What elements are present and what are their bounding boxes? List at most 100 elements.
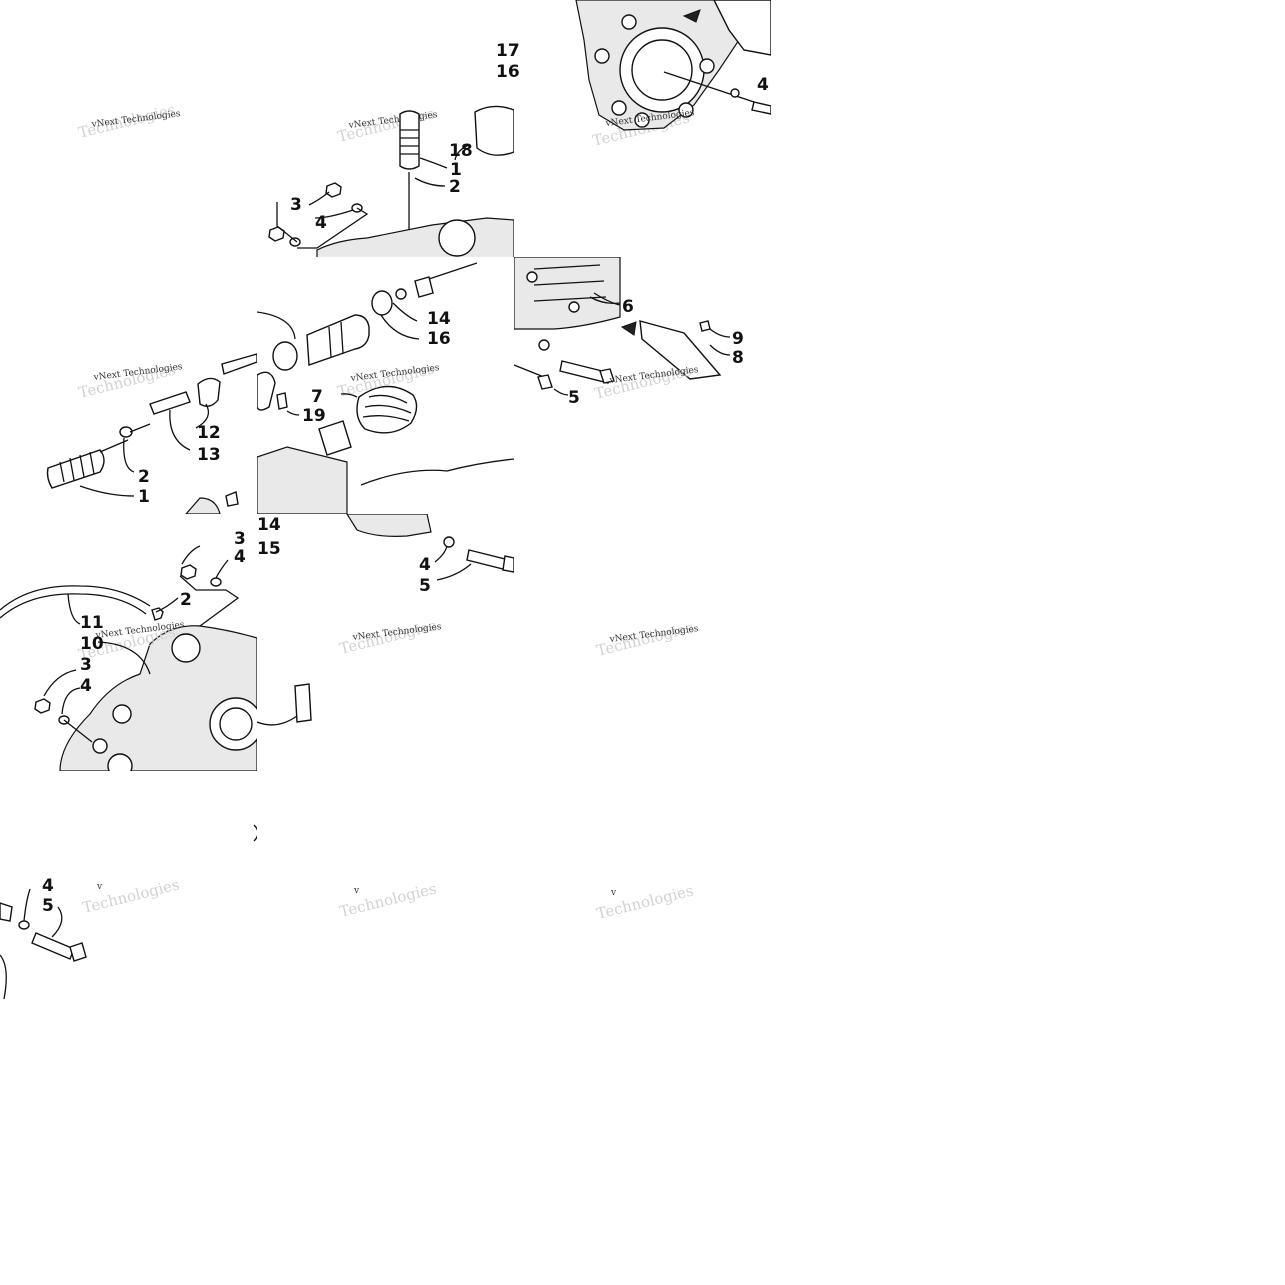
callout: 2 xyxy=(449,177,461,197)
callout: 5 xyxy=(419,576,431,596)
bracket xyxy=(639,320,722,380)
gearcase-cap xyxy=(171,633,201,663)
gearcase-bolt xyxy=(112,704,132,724)
bolt-head xyxy=(502,555,514,573)
watermark-ghost: Technologies xyxy=(338,879,439,920)
callout: 6 xyxy=(622,297,634,317)
bolt-head xyxy=(0,902,13,922)
tile-1: Technologies vNext Technologies xyxy=(0,0,257,257)
bolt-shank xyxy=(466,549,510,571)
leader-line xyxy=(663,71,755,103)
callout: 4 xyxy=(315,213,327,233)
clip xyxy=(151,607,164,621)
bolt-shank xyxy=(559,360,611,384)
boot xyxy=(46,449,105,489)
callout: 17 xyxy=(496,41,520,61)
housing-bolt xyxy=(594,48,610,64)
callout: 4 xyxy=(42,876,54,896)
clip xyxy=(119,426,133,438)
callout: 3 xyxy=(234,529,246,549)
callout: 13 xyxy=(197,445,221,465)
watermark-partial: v xyxy=(96,882,103,892)
watermark-partial: v xyxy=(610,888,617,898)
tile-4b: Technologies vNext Technologies 14 16 7 … xyxy=(257,257,514,514)
callout: 19 xyxy=(302,406,326,426)
connector-plug xyxy=(294,683,312,723)
callout: 1 xyxy=(138,487,150,507)
washer xyxy=(210,577,222,587)
gear-spline xyxy=(318,420,352,456)
housing-bore-inner xyxy=(631,39,693,101)
cable-end xyxy=(149,391,191,415)
tile-12: v Technologies xyxy=(514,771,771,1001)
callout: 12 xyxy=(197,423,221,443)
housing-fragment xyxy=(346,514,432,537)
arrow-marker-icon xyxy=(682,9,701,23)
watermark-ghost: Technologies xyxy=(81,875,182,916)
mount-bracket xyxy=(713,0,771,56)
tile-9: Technologies vNext Technologies 3 4 2 11… xyxy=(0,514,257,771)
housing-bolt xyxy=(634,112,650,128)
tile-6: Technologies vNext Technologies 12 13 2 … xyxy=(0,300,257,514)
callout: 14 xyxy=(257,515,281,535)
nut xyxy=(325,182,342,198)
bushing xyxy=(395,288,407,300)
callout: 3 xyxy=(80,655,92,675)
case-bolt xyxy=(526,271,538,283)
bolt-shank xyxy=(31,932,75,960)
callout: 1 xyxy=(450,160,462,180)
callout: 3 xyxy=(290,195,302,215)
nut xyxy=(225,491,239,507)
gearcase-bolt xyxy=(107,753,133,771)
callout: 11 xyxy=(80,613,104,633)
tile-11: v Technologies xyxy=(257,771,514,1001)
callout: 2 xyxy=(180,590,192,610)
callout: 4 xyxy=(80,676,92,696)
gearcase-bolt xyxy=(92,738,108,754)
tile-10: 4 5 v Technologies xyxy=(0,771,257,1001)
o-ring xyxy=(371,290,393,316)
callout: 4 xyxy=(757,75,769,95)
callout: 7 xyxy=(311,387,323,407)
coupling-tube xyxy=(306,314,370,366)
bolt xyxy=(276,392,288,410)
clamp xyxy=(197,377,221,407)
callout: 14 xyxy=(427,309,451,329)
gasket xyxy=(474,105,514,156)
callout: 2 xyxy=(138,467,150,487)
rod xyxy=(221,353,257,375)
washer xyxy=(730,88,740,98)
callout: 5 xyxy=(42,896,54,916)
housing-bolt xyxy=(678,102,694,118)
housing-bolt xyxy=(621,14,637,30)
nut xyxy=(180,564,197,580)
callout: 16 xyxy=(496,62,520,82)
washer xyxy=(18,920,30,930)
transmission-case xyxy=(514,257,621,330)
boot xyxy=(356,385,418,434)
washer xyxy=(443,536,455,548)
gear-spline xyxy=(185,497,221,514)
callout: 15 xyxy=(257,539,281,559)
gearcase-bore-inner xyxy=(219,707,253,741)
callout: 4 xyxy=(234,547,246,567)
bolt-shank xyxy=(751,101,771,115)
callout: 9 xyxy=(732,329,744,349)
seal-ring xyxy=(272,341,298,371)
tile-2: Technologies vNext Technologies xyxy=(514,0,771,257)
bolt-head xyxy=(599,368,615,384)
callout: 16 xyxy=(427,329,451,349)
watermark-ghost: Technologies xyxy=(595,881,696,922)
rear-gearcase xyxy=(59,625,257,771)
housing-bolt xyxy=(699,58,715,74)
nut xyxy=(34,698,51,714)
housing-flange xyxy=(438,219,476,257)
watermark-partial: v xyxy=(353,886,360,896)
tile-7: 14 15 4 5 Technologies vNext Technologie… xyxy=(257,514,514,771)
washer xyxy=(289,237,301,247)
case-bolt xyxy=(568,301,580,313)
tile-8: Technologies vNext Technologies xyxy=(514,514,771,771)
callout-group-4: 4 xyxy=(750,70,770,100)
gearbox-body xyxy=(257,446,348,514)
